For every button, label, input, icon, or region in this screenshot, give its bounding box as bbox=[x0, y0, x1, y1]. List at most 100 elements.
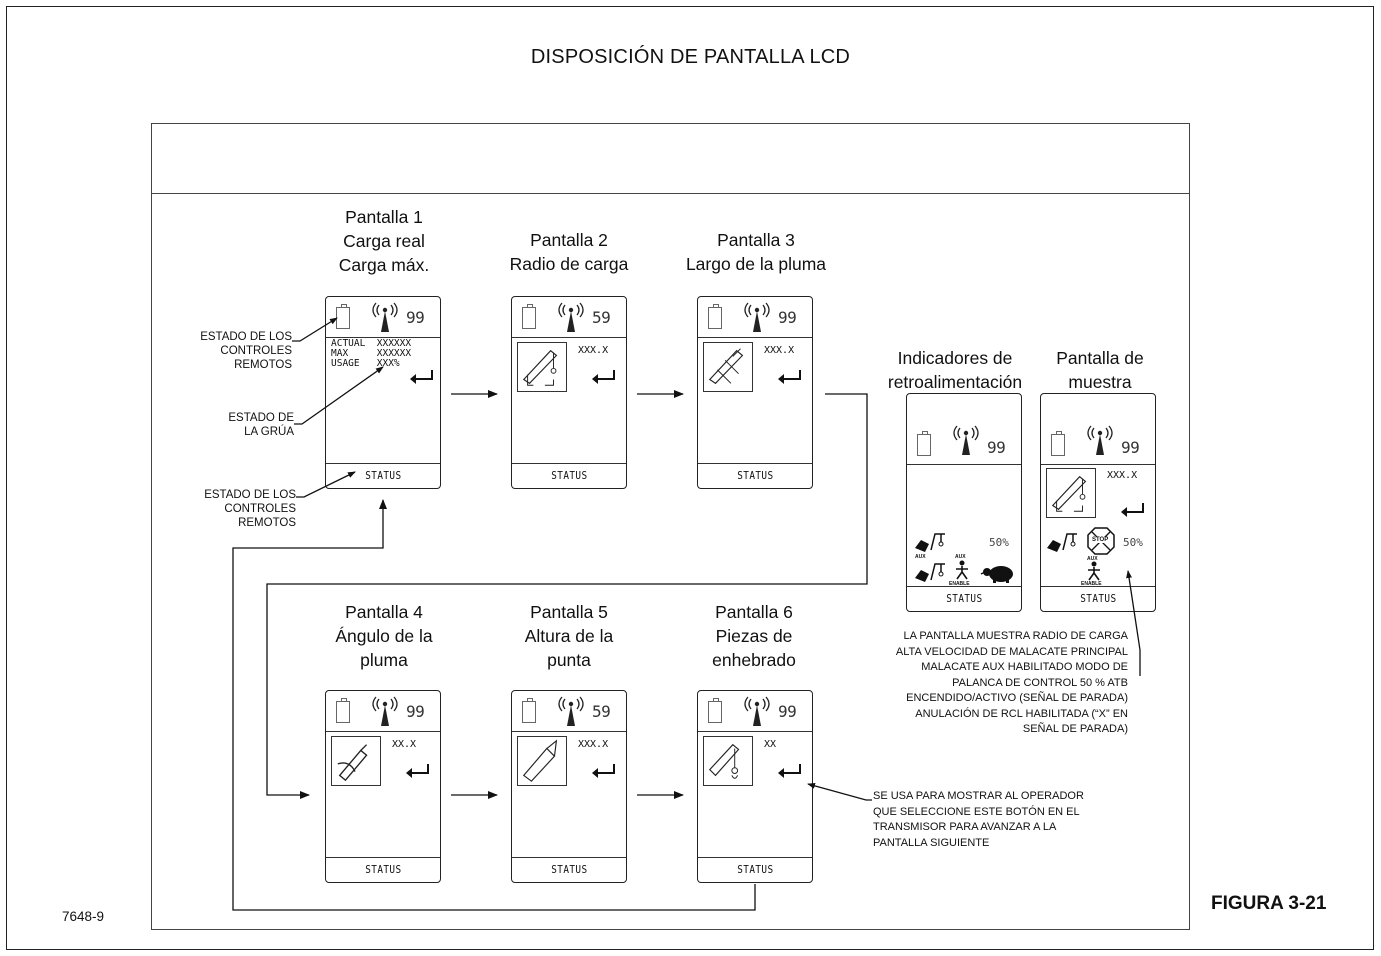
lcd-header: 99 bbox=[698, 691, 812, 732]
caption-line: muestra bbox=[1068, 372, 1132, 392]
value-readout: XXX.X bbox=[1107, 470, 1138, 481]
enable-label: ENABLE bbox=[1081, 581, 1102, 587]
sample-screen-description: LA PANTALLA MUESTRA RADIO DE CARGA ALTA … bbox=[830, 629, 1128, 738]
status-label: STATUS bbox=[945, 592, 983, 605]
note-line: ESTADO DE LOS bbox=[200, 331, 292, 343]
lcd-header: 99 bbox=[698, 297, 812, 338]
figure-code: 7648-9 bbox=[62, 909, 105, 924]
note-line: CONTROLES bbox=[220, 345, 292, 357]
note-line: ENCENDIDO/ACTIVO (SEÑAL DE PARADA) bbox=[906, 692, 1128, 704]
enter-icon bbox=[778, 370, 801, 384]
lcd-header: 99 bbox=[326, 691, 440, 732]
load-radius-icon bbox=[517, 342, 567, 392]
signal-number: 99 bbox=[778, 702, 797, 721]
caption-line: Carga real bbox=[343, 231, 425, 251]
signal-number: 59 bbox=[592, 308, 611, 327]
boom-angle-icon bbox=[331, 736, 381, 786]
caption-line: Altura de la bbox=[524, 626, 614, 646]
caption-line: Pantalla 1 bbox=[345, 207, 423, 227]
aux-label: AUX bbox=[915, 554, 926, 560]
leader-crane-status bbox=[294, 366, 384, 425]
enter-icon bbox=[1121, 503, 1144, 517]
page-frame bbox=[6, 6, 1374, 950]
note-line: SE USA PARA MOSTRAR AL OPERADOR bbox=[873, 790, 1084, 802]
note-line: ALTA VELOCIDAD DE MALACATE PRINCIPAL bbox=[895, 645, 1128, 658]
status-bar: STATUS bbox=[326, 463, 440, 488]
load-table: ACTUAL XXXXXX MAX XXXXXX USAGE XXX% bbox=[331, 338, 412, 369]
status-bar: STATUS bbox=[326, 857, 440, 882]
remote-status-note-bottom: ESTADO DE LOS CONTROLES REMOTOS bbox=[170, 488, 296, 530]
lcd-header: 99 bbox=[1041, 394, 1155, 465]
note-line: MALACATE AUX HABILITADO MODO DE bbox=[921, 661, 1128, 673]
status-label: STATUS bbox=[1079, 592, 1117, 605]
caption-line: Pantalla 5 bbox=[530, 602, 608, 622]
caption-line: retroalimentación bbox=[887, 372, 1023, 392]
value-readout: XXX.X bbox=[764, 345, 795, 356]
lcd-header: 99 bbox=[326, 297, 440, 338]
note-line: ESTADO DE bbox=[228, 412, 294, 424]
signal-number: 99 bbox=[1121, 438, 1140, 457]
note-line: SEÑAL DE PARADA) bbox=[1022, 723, 1128, 735]
aux-label: AUX bbox=[1087, 556, 1098, 562]
value-readout: XXX.X bbox=[578, 739, 609, 750]
status-label: STATUS bbox=[550, 469, 588, 482]
figure-label: FIGURA 3-21 bbox=[1211, 893, 1327, 914]
main-hoist-icon bbox=[1047, 533, 1077, 552]
signal-number: 59 bbox=[592, 702, 611, 721]
note-line: PALANCA DE CONTROL 50 % ATB bbox=[952, 676, 1128, 689]
load-radius-icon bbox=[1046, 468, 1096, 518]
note-line: PANTALLA SIGUIENTE bbox=[873, 836, 990, 849]
note-line: QUE SELECCIONE ESTE BOTÓN EN EL bbox=[873, 805, 1080, 818]
lcd-screen-1: 99 ACTUAL XXXXXX MAX XXXXXX USAGE XXX% S… bbox=[325, 296, 441, 489]
status-bar: STATUS bbox=[512, 463, 626, 488]
value-readout: XX bbox=[764, 739, 777, 750]
enter-icon bbox=[406, 764, 429, 778]
leader-sample bbox=[1126, 570, 1141, 676]
percent-readout: 50% bbox=[1123, 536, 1143, 549]
aux-hoist-icon bbox=[915, 563, 945, 582]
antenna-icon bbox=[558, 302, 584, 332]
panel-divider bbox=[151, 193, 1190, 194]
leader-remote-bottom bbox=[296, 471, 356, 498]
caption-line: pluma bbox=[360, 650, 408, 670]
sample-caption: Pantalla de muestra bbox=[1040, 346, 1160, 394]
enable-label: ENABLE bbox=[949, 581, 970, 587]
enter-icon bbox=[778, 764, 801, 778]
note-line: LA PANTALLA MUESTRA RADIO DE CARGA bbox=[903, 630, 1128, 642]
leader-remote-top bbox=[292, 317, 338, 342]
battery-icon bbox=[708, 698, 722, 723]
status-bar: STATUS bbox=[512, 857, 626, 882]
status-bar: STATUS bbox=[907, 586, 1021, 611]
lcd-feedback-indicators: 99 50% AUX AUX ENABLE STATUS bbox=[906, 393, 1022, 612]
crane-status-note: ESTADO DE LA GRÚA bbox=[190, 411, 294, 439]
value-readout: XXX.X bbox=[578, 345, 609, 356]
lcd-screen-3: 99 XXX.X STATUS bbox=[697, 296, 813, 489]
diagram-panel bbox=[151, 123, 1190, 930]
arrow-3-4 bbox=[266, 393, 868, 799]
lcd-screen-2: 59 XXX.X STATUS bbox=[511, 296, 627, 489]
tip-height-icon bbox=[517, 736, 567, 786]
operator-icon bbox=[956, 560, 968, 580]
leader-enter bbox=[807, 782, 872, 801]
battery-icon bbox=[1051, 431, 1065, 456]
battery-icon bbox=[917, 431, 931, 456]
signal-number: 99 bbox=[406, 702, 425, 721]
antenna-icon bbox=[953, 425, 979, 455]
status-bar: STATUS bbox=[698, 463, 812, 488]
battery-icon bbox=[336, 698, 350, 723]
status-bar: STATUS bbox=[1041, 586, 1155, 611]
aux-label: AUX bbox=[955, 554, 966, 560]
note-line: REMOTOS bbox=[238, 517, 296, 529]
lcd-screen-5: 59 XXX.X STATUS bbox=[511, 690, 627, 883]
percent-readout: 50% bbox=[989, 536, 1009, 549]
note-line: CONTROLES bbox=[224, 503, 296, 515]
caption-line: Carga máx. bbox=[338, 255, 430, 275]
operator-icon bbox=[1088, 561, 1100, 581]
caption-line: Pantalla de bbox=[1056, 348, 1144, 368]
status-label: STATUS bbox=[364, 863, 402, 876]
note-line: ESTADO DE LOS bbox=[204, 489, 296, 501]
caption-line: Piezas de bbox=[715, 626, 793, 646]
status-label: STATUS bbox=[364, 469, 402, 482]
caption-line: Radio de carga bbox=[509, 254, 629, 274]
